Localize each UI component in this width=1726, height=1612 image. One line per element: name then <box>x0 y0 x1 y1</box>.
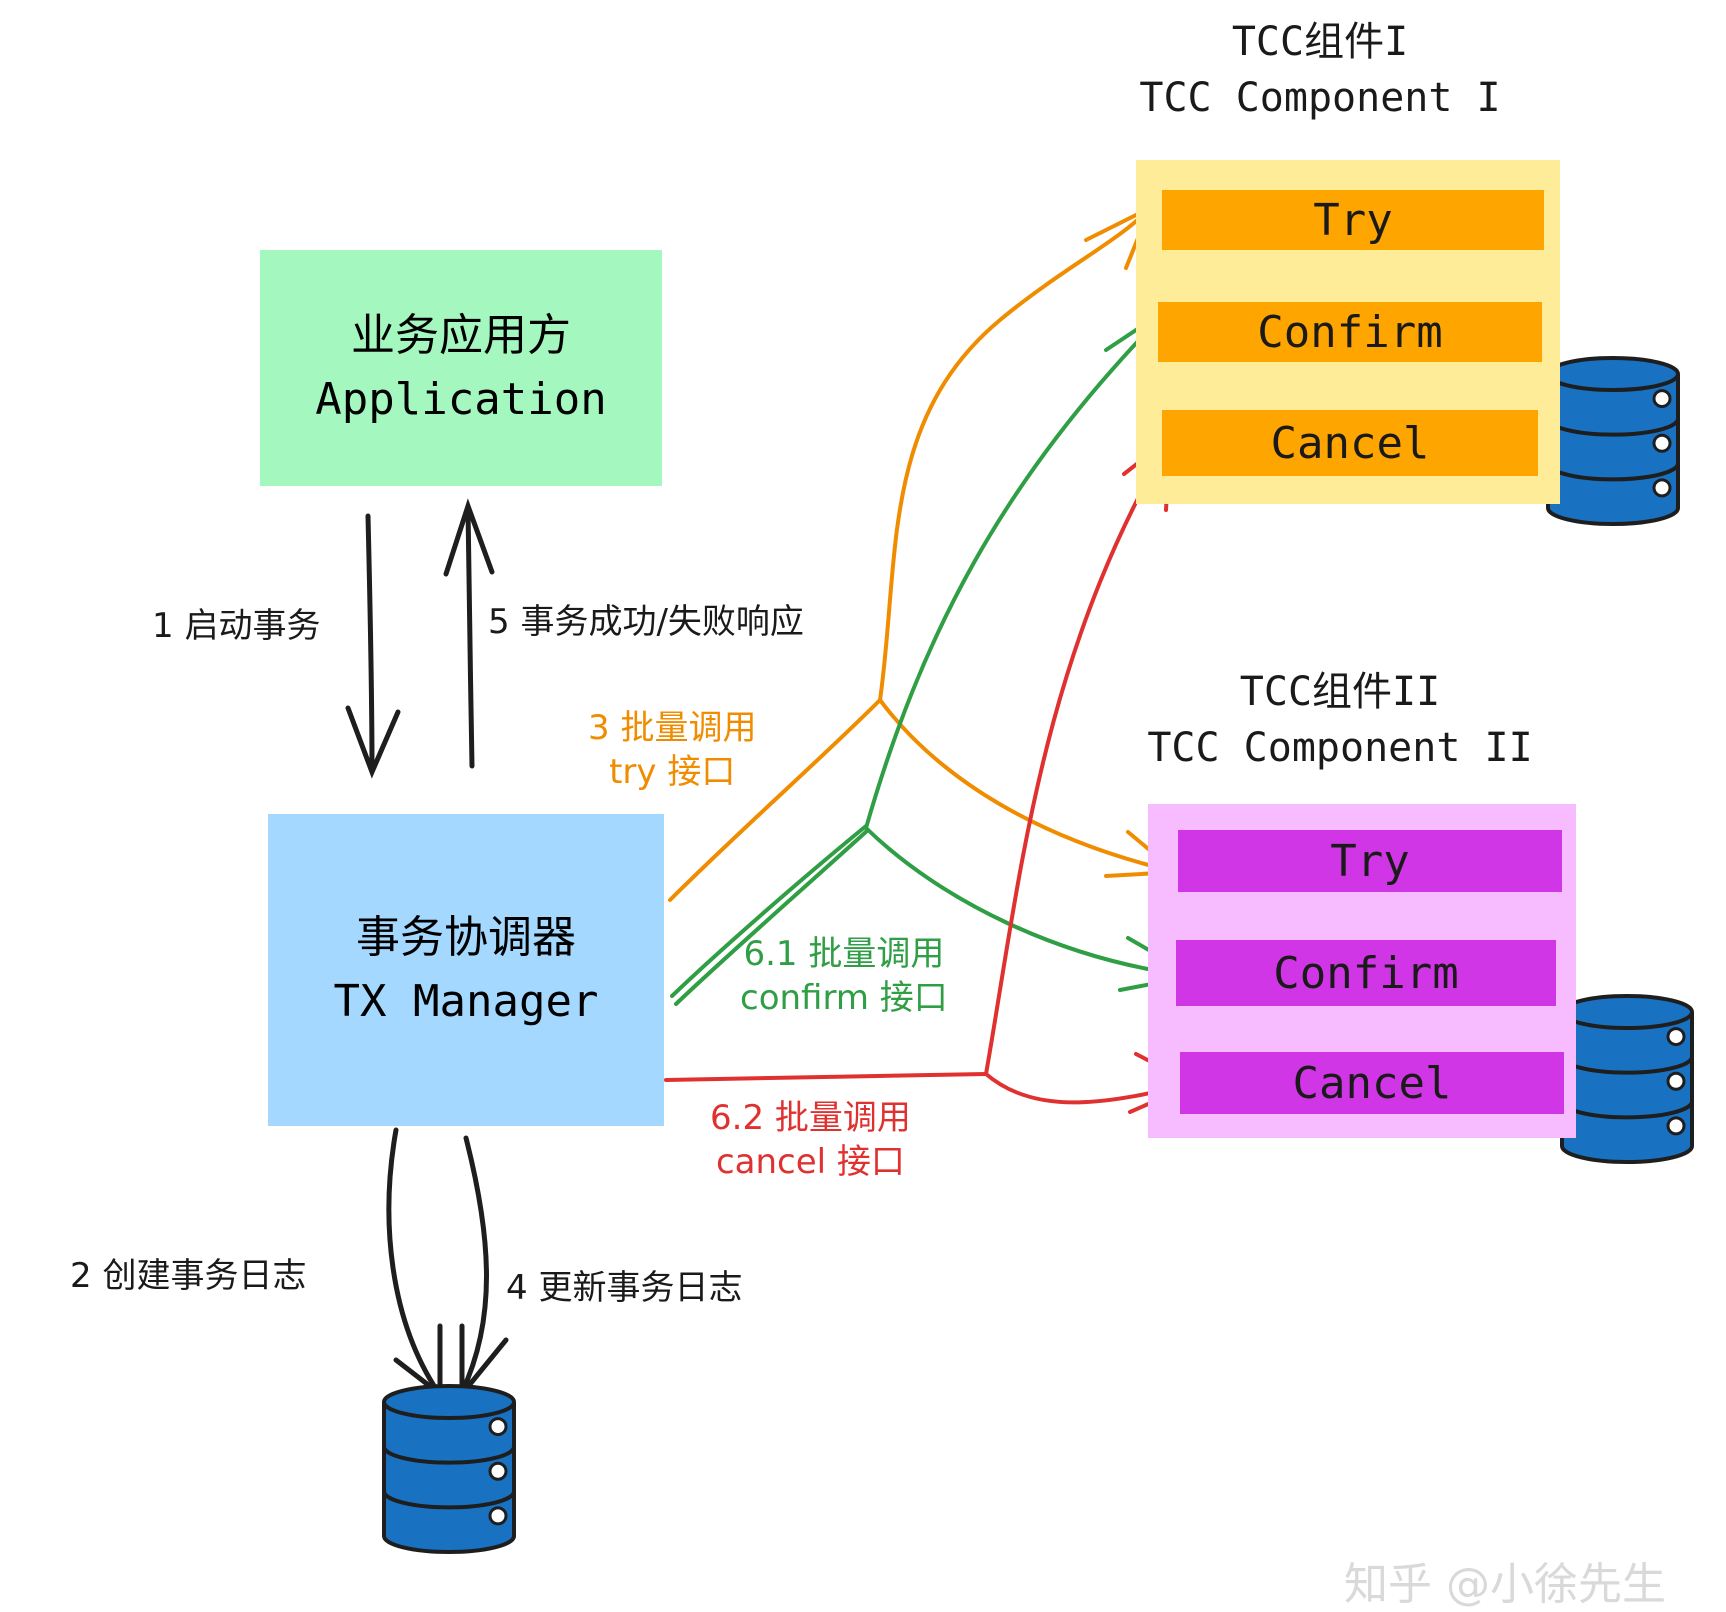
component-2-confirm-bar: Confirm <box>1176 940 1556 1006</box>
component-2-cancel-bar: Cancel <box>1180 1052 1564 1114</box>
arrow-start-transaction <box>345 513 401 779</box>
component-2-try-bar: Try <box>1178 830 1562 892</box>
database-icon-component-1 <box>1546 356 1680 526</box>
step-6-2-line-1: 6.2 批量调用 <box>710 1098 911 1138</box>
step-6-2-label: 6.2 批量调用 cancel 接口 <box>710 1096 911 1184</box>
component-1-try-label: Try <box>1313 194 1393 246</box>
component-1-cancel-label: Cancel <box>1270 417 1430 469</box>
step-5-label: 5 事务成功/失败响应 <box>488 602 804 642</box>
arrow-update-log <box>459 1135 509 1402</box>
step-1-label: 1 启动事务 <box>152 606 321 646</box>
arrow-create-log <box>386 1127 443 1400</box>
tx-manager-title-cn: 事务协调器 <box>356 912 576 964</box>
step-3-line-1: 3 批量调用 <box>588 708 757 748</box>
application-node: 业务应用方 Application <box>260 250 662 486</box>
step-3-line-2: try 接口 <box>609 752 736 793</box>
step-4-label: 4 更新事务日志 <box>506 1268 743 1308</box>
component-1-try-bar: Try <box>1162 190 1544 250</box>
step-6-2-line-2: cancel 接口 <box>715 1142 905 1183</box>
database-icon-component-2 <box>1560 994 1694 1164</box>
component-1-cancel-bar: Cancel <box>1162 410 1538 476</box>
step-6-1-line-1: 6.1 批量调用 <box>743 934 945 974</box>
step-6-1-line-2: confirm 接口 <box>740 978 948 1019</box>
component-1-title-en: TCC Component I <box>1139 75 1501 121</box>
application-title-cn: 业务应用方 <box>351 310 571 362</box>
arrow-try-calls <box>668 203 1182 902</box>
component-2-title-cn: TCC组件II <box>1239 669 1441 715</box>
application-title-en: Application <box>315 374 607 425</box>
component-1-confirm-bar: Confirm <box>1158 302 1542 362</box>
component-2-title-en: TCC Component II <box>1147 725 1533 771</box>
component-2-try-label: Try <box>1330 835 1410 887</box>
step-3-label: 3 批量调用 try 接口 <box>588 706 756 794</box>
component-1-title-cn: TCC组件I <box>1231 19 1409 65</box>
database-icon-tx-log <box>382 1384 516 1554</box>
tx-manager-title-en: TX Manager <box>333 976 599 1027</box>
component-1-confirm-label: Confirm <box>1257 306 1443 358</box>
tx-manager-node: 事务协调器 TX Manager <box>268 814 664 1126</box>
component-2-title: TCC组件II TCC Component II <box>1140 664 1540 776</box>
component-2-cancel-label: Cancel <box>1292 1057 1452 1109</box>
component-1-title: TCC组件I TCC Component I <box>1120 14 1520 126</box>
arrow-transaction-response <box>443 498 495 769</box>
watermark-text: 知乎 @小徐先生 <box>1344 1559 1666 1610</box>
component-2-confirm-label: Confirm <box>1273 947 1459 999</box>
step-6-1-label: 6.1 批量调用 confirm 接口 <box>740 932 948 1020</box>
arrow-confirm-calls <box>670 304 1200 1006</box>
step-2-label: 2 创建事务日志 <box>70 1256 307 1296</box>
